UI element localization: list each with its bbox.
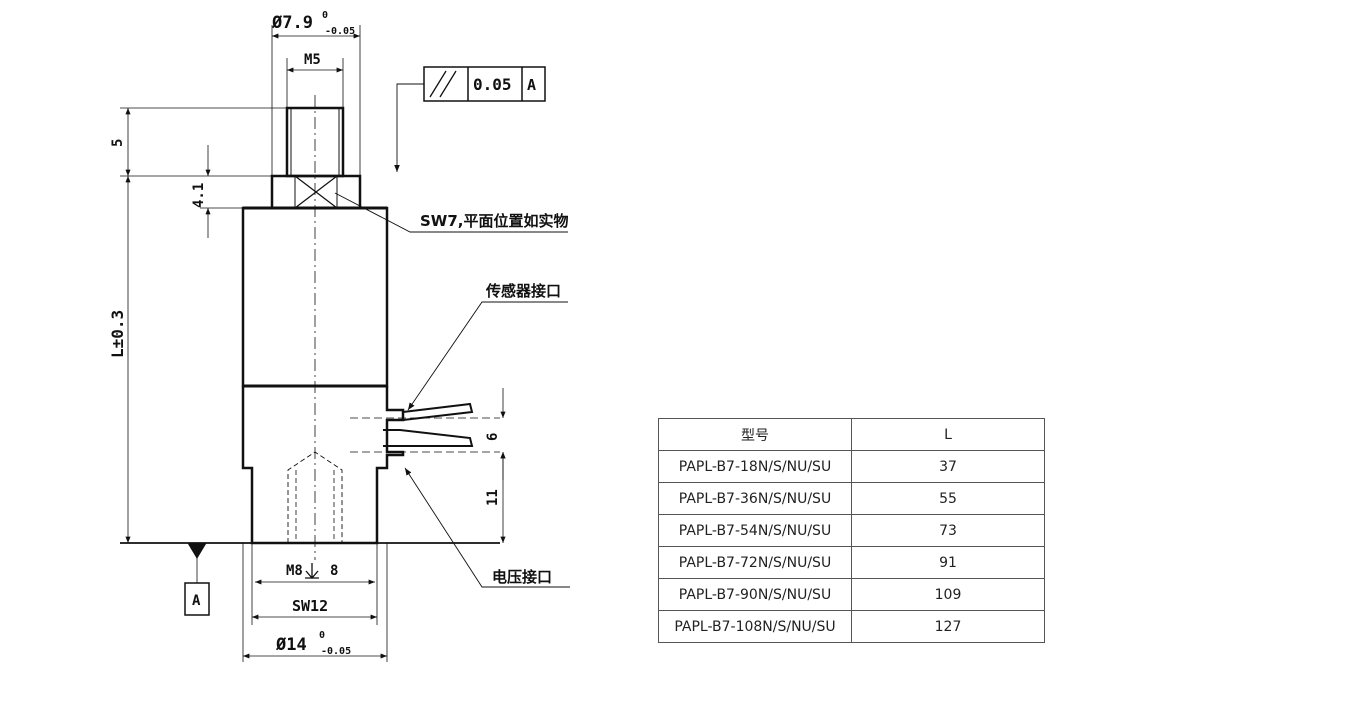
dim-thread-bottom: M8 <box>286 563 303 579</box>
table-row: PAPL-B7-18N/S/NU/SU 37 <box>658 450 1045 483</box>
dim-sw12: SW12 <box>292 597 328 615</box>
header-model: 型号 <box>658 418 852 451</box>
note-voltage: 电压接口 <box>492 568 552 586</box>
dim-5: 5 <box>110 139 126 147</box>
table-header-row: 型号 L <box>658 418 1045 451</box>
l-cell: 127 <box>851 610 1045 643</box>
datum-triangle <box>187 542 207 559</box>
note-sw7: SW7,平面位置如实物 <box>420 212 569 230</box>
model-cell: PAPL-B7-18N/S/NU/SU <box>658 450 852 483</box>
table-row: PAPL-B7-72N/S/NU/SU 91 <box>658 546 1045 579</box>
l-cell: 73 <box>851 514 1045 547</box>
datum-label: A <box>192 593 201 609</box>
dim-thread-depth: 8 <box>330 563 338 579</box>
note-sensor: 传感器接口 <box>485 282 561 300</box>
model-cell: PAPL-B7-90N/S/NU/SU <box>658 578 852 611</box>
model-cell: PAPL-B7-54N/S/NU/SU <box>658 514 852 547</box>
tolerance-datum: A <box>527 76 536 94</box>
dim-thread-top: M5 <box>304 52 321 68</box>
table-row: PAPL-B7-54N/S/NU/SU 73 <box>658 514 1045 547</box>
lower-body <box>241 386 405 545</box>
dim-top-diameter: Ø7.9 <box>271 13 313 33</box>
header-l: L <box>851 418 1045 451</box>
model-cell: PAPL-B7-72N/S/NU/SU <box>658 546 852 579</box>
internal-thread <box>287 451 343 543</box>
depth-icon <box>305 563 319 579</box>
table-row: PAPL-B7-36N/S/NU/SU 55 <box>658 482 1045 515</box>
dim-bottom-diameter: Ø14 <box>275 635 307 655</box>
model-cell: PAPL-B7-108N/S/NU/SU <box>658 610 852 643</box>
datum-box <box>184 582 210 616</box>
model-cell: PAPL-B7-36N/S/NU/SU <box>658 482 852 515</box>
dim-6: 6 <box>485 433 501 441</box>
dim-length: L±0.3 <box>108 310 127 358</box>
sensor-pin <box>402 402 474 421</box>
dim-top-diameter-lower: -0.05 <box>325 26 355 37</box>
dim-bottom-diameter-lower: -0.05 <box>321 646 351 657</box>
l-cell: 37 <box>851 450 1045 483</box>
dim-bottom-diameter-upper: 0 <box>319 630 325 641</box>
tolerance-value: 0.05 <box>473 75 512 94</box>
spec-table: 型号 L PAPL-B7-18N/S/NU/SU 37 PAPL-B7-36N/… <box>658 418 1045 643</box>
voltage-pin <box>383 429 474 447</box>
table-row: PAPL-B7-108N/S/NU/SU 127 <box>658 610 1045 643</box>
l-cell: 109 <box>851 578 1045 611</box>
table-row: PAPL-B7-90N/S/NU/SU 109 <box>658 578 1045 611</box>
dim-4-1: 4.1 <box>191 183 207 208</box>
l-cell: 91 <box>851 546 1045 579</box>
dim-top-diameter-upper: 0 <box>322 10 328 21</box>
l-cell: 55 <box>851 482 1045 515</box>
dim-11: 11 <box>485 489 501 506</box>
